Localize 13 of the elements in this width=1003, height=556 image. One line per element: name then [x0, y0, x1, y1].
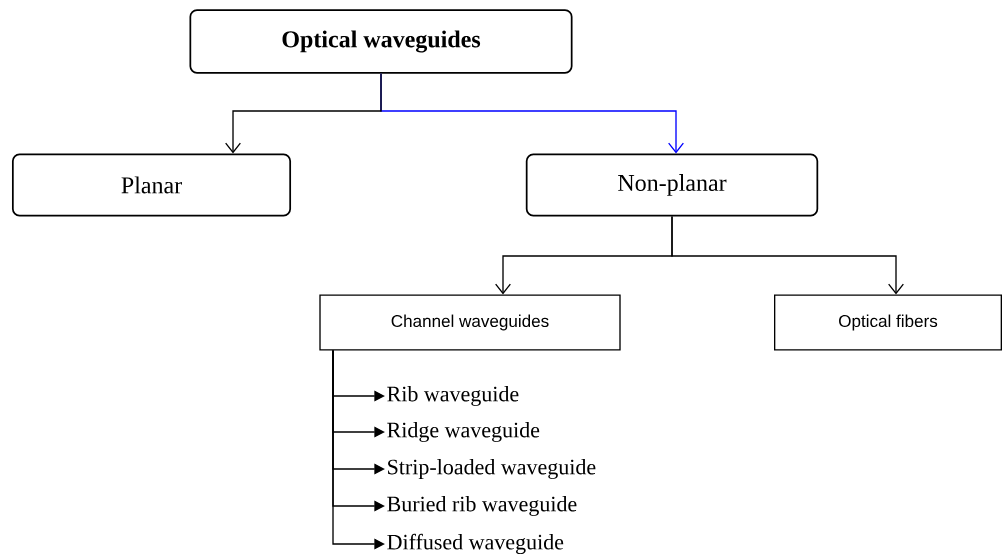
category-box: Planar	[12, 153, 292, 217]
list-item-text: Buried rib waveguide	[387, 496, 577, 516]
list-item-text: Diffused waveguide	[387, 533, 564, 555]
list-item-text: Strip-loaded waveguide	[388, 459, 596, 479]
arrow	[225, 73, 382, 154]
arrow	[671, 215, 904, 295]
category-box: Optical fibers	[774, 294, 1002, 351]
list-item-text: Ridge waveguide	[387, 422, 540, 442]
category-box: Non-planar	[525, 153, 819, 217]
category-box: Optical waveguides	[189, 9, 573, 74]
arrow	[332, 349, 385, 550]
category-box: Channel waveguides	[319, 294, 621, 351]
list-item-text: Rib waveguide	[387, 386, 519, 406]
